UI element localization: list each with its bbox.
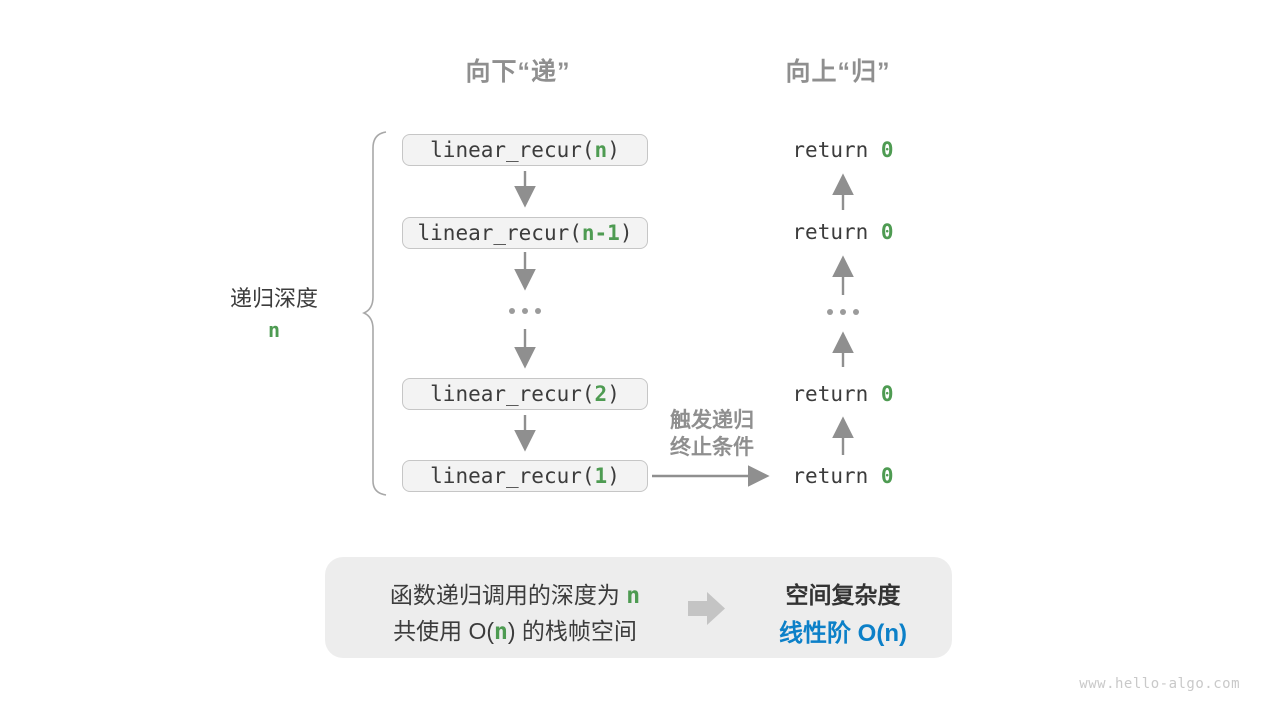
depth-value: n [267,318,281,342]
header-recurse-down: 向下“递” [465,58,571,86]
summary-depth-line: 函数递归调用的深度为 n [389,582,641,609]
return-statement: return 0 [792,464,894,488]
space-complexity-value: 线性阶 O(n) [779,620,907,647]
call-box-2: linear_recur(2) [402,378,648,410]
base-case-label: 触发递归 终止条件 [670,409,754,459]
return-statement: return 0 [792,220,894,244]
space-complexity-title: 空间复杂度 [785,582,901,608]
call-box-1: linear_recur(1) [402,460,648,492]
depth-label: 递归深度 [229,286,318,311]
ellipsis-right [827,309,859,315]
call-box-n: linear_recur(n) [402,134,648,166]
summary-panel [325,557,952,658]
return-statement: return 0 [792,138,894,162]
return-statement: return 0 [792,382,894,406]
depth-brace [362,131,387,496]
header-return-up: 向上“归” [785,58,891,86]
watermark: www.hello-algo.com [1079,676,1240,692]
summary-space-line: 共使用 O(n) 的栈帧空间 [393,618,637,645]
ellipsis-left [509,308,541,314]
call-box-n-1: linear_recur(n-1) [402,217,648,249]
